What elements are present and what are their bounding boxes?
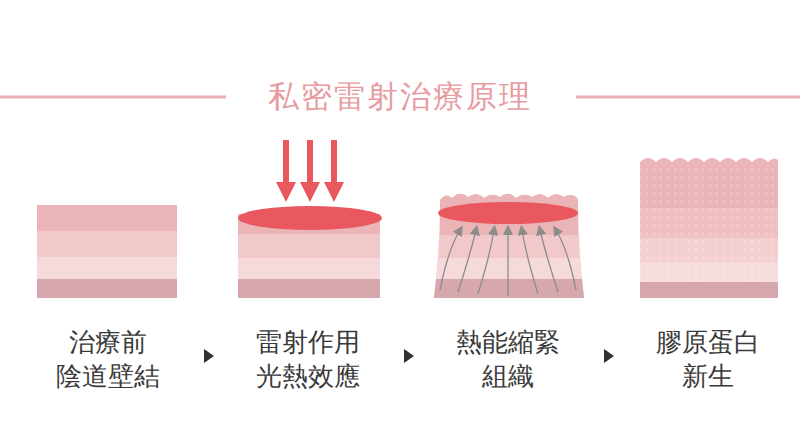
heat-arrows <box>440 230 576 296</box>
step-caption: 雷射作用 光熱效應 <box>255 326 362 394</box>
tissue-laser <box>238 206 382 298</box>
tissue-collagen <box>640 158 778 298</box>
laser-arrows <box>276 140 344 202</box>
step-caption: 膠原蛋白 新生 <box>655 326 762 394</box>
step-caption: 治療前 陰道壁結 <box>55 326 162 394</box>
title-rule <box>576 96 800 99</box>
title-rule <box>0 96 226 99</box>
diagram-title: 私密雷射治療原理 <box>262 76 538 118</box>
step-caption: 熱能縮緊 組織 <box>455 326 562 394</box>
tissue-tightening <box>434 194 584 298</box>
tissue-before <box>37 205 177 298</box>
